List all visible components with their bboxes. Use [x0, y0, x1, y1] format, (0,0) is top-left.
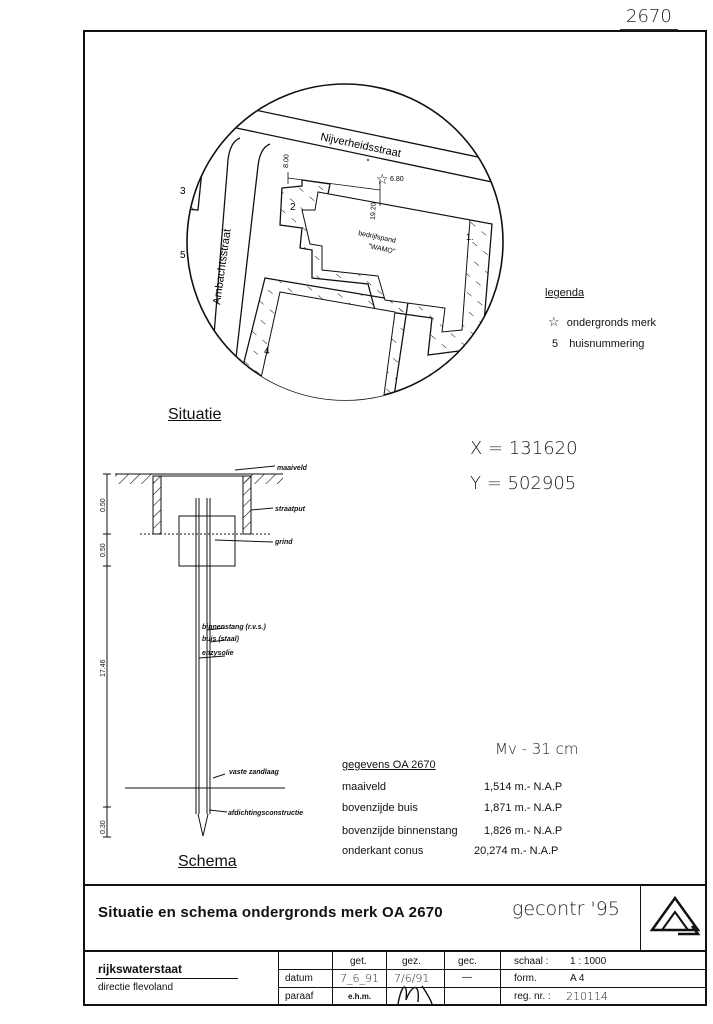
number-2: 2 — [290, 202, 296, 213]
coord-x: X = 131620 — [470, 438, 578, 459]
marker-value: 6.80 — [390, 176, 404, 183]
situatie-title: Situatie — [168, 406, 222, 423]
schema-drawing: maaiveld straatput grind binnenstang (r.… — [100, 465, 308, 838]
gegevens-value: 1,514 m.- N.A.P — [484, 781, 563, 793]
dim-050-a: 0.50 — [100, 498, 107, 512]
gegevens-label: bovenzijde binnenstang — [342, 825, 458, 837]
schaal-label: schaal : — [514, 956, 549, 967]
hand-note: gecontr '95 — [512, 898, 620, 920]
col-header-gez: gez. — [402, 956, 421, 967]
gegevens-label: bovenzijde buis — [342, 802, 418, 814]
gegevens-label: maaiveld — [342, 781, 387, 793]
schema-title: Schema — [178, 853, 237, 870]
label-binnenstang: binnenstang (r.v.s.) — [202, 624, 266, 631]
col-header-get: get. — [350, 956, 367, 967]
gegevens-value-4: 20,274 m.- N.A.P — [474, 845, 558, 857]
org-dept: directie flevoland — [98, 982, 174, 993]
number-3: 3 — [180, 186, 186, 197]
signature-icon — [397, 985, 433, 1005]
gegevens-value: 20,274 m.- N.A.P — [474, 845, 559, 857]
table-row-2 — [278, 987, 707, 988]
col-header-gec: gec. — [458, 956, 477, 967]
gegevens-title: gegevens OA 2670 — [342, 759, 436, 771]
label-straatput: straatput — [275, 506, 306, 513]
logo-divider — [640, 884, 641, 950]
label-maaiveld: maaiveld — [277, 465, 308, 472]
drawing-sheet — [83, 30, 707, 1006]
dimension-side: 19.20 — [370, 202, 378, 220]
gegevens-value: 1,871 m.- N.A.P — [484, 802, 563, 814]
table-col-1 — [278, 952, 279, 1006]
label-grind: grind — [274, 539, 293, 546]
paraaf-get: e.h.m. — [348, 992, 372, 1001]
row-label-datum: datum — [285, 973, 313, 984]
number-1: 1. — [466, 232, 474, 242]
gegevens-label: onderkant conus — [342, 845, 424, 857]
number-5: 5 — [180, 250, 186, 261]
rws-logo-icon — [649, 895, 701, 936]
gegevens-row-4: onderkant conus — [342, 845, 423, 857]
table-col-4 — [444, 952, 445, 1006]
gegevens-value: 1,826 m.- N.A.P — [484, 825, 563, 837]
gegevens-row-1: maaiveld — [342, 781, 386, 793]
title-block-top — [83, 884, 707, 886]
title-block-mid — [83, 950, 707, 952]
datum-get: 7_6_91 — [340, 972, 379, 985]
row-label-paraaf: paraaf — [285, 991, 314, 1002]
datum-gez: 7/6/91 — [394, 972, 430, 985]
gegevens-value-2: 1,871 m.- N.A.P — [484, 802, 562, 814]
coord-y: Y = 502905 — [470, 473, 577, 494]
dim-050-b: 0.50 — [100, 543, 107, 557]
mv-note: Mv - 31 cm — [495, 740, 579, 758]
legend-symbol-2: 5 — [552, 338, 559, 350]
reg-label: reg. nr. : — [514, 991, 551, 1002]
legend-star-icon: ☆ — [548, 314, 560, 329]
form-value: A 4 — [570, 973, 585, 984]
gegevens-value-1: 1,514 m.- N.A.P — [484, 781, 562, 793]
label-enzysolie: enzysolie — [202, 650, 234, 657]
gegevens-row-3: bovenzijde binnenstang — [342, 825, 458, 837]
legend-item-2: 5 huisnummering — [552, 338, 644, 350]
datum-gec: — — [462, 972, 472, 983]
table-col-2 — [332, 952, 333, 1006]
org-underline — [96, 978, 238, 979]
table-row-1 — [278, 969, 707, 970]
label-afdichting: afdichtingsconstructie — [228, 810, 303, 817]
reg-value: 210114 — [566, 990, 608, 1003]
legend-title: legenda — [545, 287, 585, 299]
form-label: form. — [514, 973, 537, 984]
page-number-underline — [620, 29, 678, 30]
schaal-value: 1 : 1000 — [570, 956, 607, 967]
dim-1746: 17.46 — [100, 659, 107, 677]
table-col-5 — [500, 952, 501, 1006]
star-icon: ☆ — [376, 172, 389, 188]
org-name: rijkswaterstaat — [98, 962, 183, 976]
page-number: 2670 — [626, 6, 672, 27]
gegevens-row-2: bovenzijde buis — [342, 802, 418, 814]
dimension-top: 8.00 — [283, 154, 290, 168]
number-4: 4 — [264, 346, 270, 357]
legend-item-1: ☆ ondergronds merk — [548, 314, 656, 330]
situation-map: ☆ Nijverheidsstraat Ambachtsstraat bedri… — [180, 83, 504, 401]
drawing-title: Situatie en schema ondergronds merk OA 2… — [98, 904, 443, 921]
label-buis: buis (staal) — [202, 636, 240, 643]
gegevens-value-3: 1,826 m.- N.A.P — [484, 825, 562, 837]
label-vaste-zandlaag: vaste zandlaag — [229, 769, 280, 776]
dim-030: 0.30 — [100, 820, 107, 834]
table-col-3 — [386, 952, 387, 1006]
legend-label-1: ondergronds merk — [566, 317, 656, 329]
legend-label-2: huisnummering — [569, 338, 645, 350]
